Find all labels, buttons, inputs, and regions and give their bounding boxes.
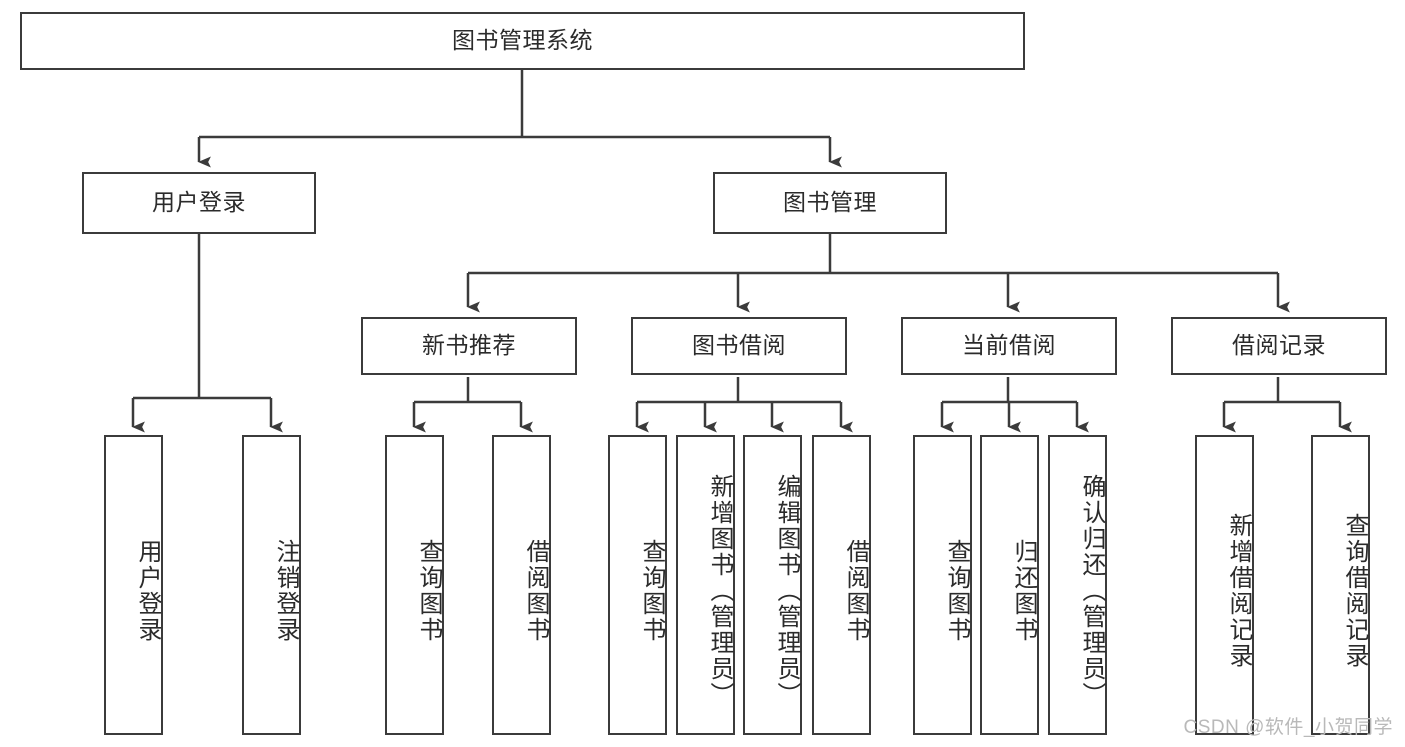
leaf-confirm-return-admin[interactable]: 确认归还（管理员） xyxy=(1048,435,1107,735)
node-label: 查询图书 xyxy=(638,539,665,643)
node-label: 注销登录 xyxy=(272,539,299,643)
node-label: 图书管理 xyxy=(783,189,877,216)
leaf-borrow-book[interactable]: 借阅图书 xyxy=(812,435,871,735)
node-book-manage[interactable]: 图书管理 xyxy=(713,172,947,234)
node-label: 用户登录 xyxy=(134,539,161,643)
node-label: 确认归还（管理员） xyxy=(1078,474,1105,708)
leaf-query-borrow-record[interactable]: 查询借阅记录 xyxy=(1311,435,1370,735)
node-label: 借阅记录 xyxy=(1232,332,1326,359)
node-label: 图书借阅 xyxy=(692,332,786,359)
leaf-current-query-book[interactable]: 查询图书 xyxy=(913,435,972,735)
node-label: 新书推荐 xyxy=(422,332,516,359)
leaf-edit-book-admin[interactable]: 编辑图书（管理员） xyxy=(743,435,802,735)
node-root-system[interactable]: 图书管理系统 xyxy=(20,12,1025,70)
node-label: 新增图书（管理员） xyxy=(706,474,733,708)
leaf-recommend-query-book[interactable]: 查询图书 xyxy=(385,435,444,735)
leaf-user-logout[interactable]: 注销登录 xyxy=(242,435,301,735)
node-label: 归还图书 xyxy=(1010,539,1037,643)
node-label: 图书管理系统 xyxy=(452,27,593,54)
leaf-borrow-query-book[interactable]: 查询图书 xyxy=(608,435,667,735)
node-label: 编辑图书（管理员） xyxy=(773,474,800,708)
node-label: 查询图书 xyxy=(415,539,442,643)
node-new-book-recommend[interactable]: 新书推荐 xyxy=(361,317,577,375)
node-label: 借阅图书 xyxy=(842,539,869,643)
node-label: 查询图书 xyxy=(943,539,970,643)
leaf-recommend-borrow-book[interactable]: 借阅图书 xyxy=(492,435,551,735)
node-label: 用户登录 xyxy=(152,189,246,216)
node-label: 当前借阅 xyxy=(962,332,1056,359)
node-label: 查询借阅记录 xyxy=(1341,513,1368,669)
node-borrow-record[interactable]: 借阅记录 xyxy=(1171,317,1387,375)
leaf-add-borrow-record[interactable]: 新增借阅记录 xyxy=(1195,435,1254,735)
leaf-user-login[interactable]: 用户登录 xyxy=(104,435,163,735)
node-book-borrow[interactable]: 图书借阅 xyxy=(631,317,847,375)
node-label: 新增借阅记录 xyxy=(1225,513,1252,669)
leaf-add-book-admin[interactable]: 新增图书（管理员） xyxy=(676,435,735,735)
csdn-watermark: CSDN @软件_小贺同学 xyxy=(1183,717,1393,738)
node-current-borrow[interactable]: 当前借阅 xyxy=(901,317,1117,375)
node-user-login[interactable]: 用户登录 xyxy=(82,172,316,234)
leaf-return-book[interactable]: 归还图书 xyxy=(980,435,1039,735)
node-label: 借阅图书 xyxy=(522,539,549,643)
